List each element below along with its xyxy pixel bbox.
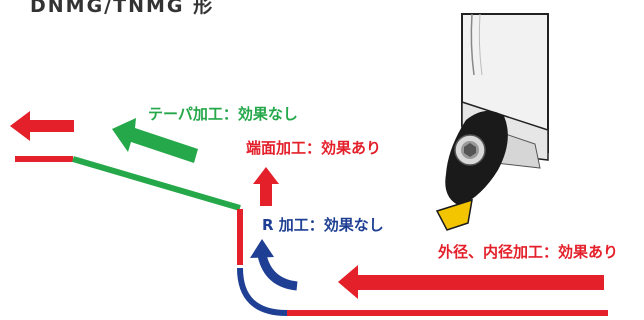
red-arrow-long-icon (338, 265, 604, 299)
insert-icon (435, 110, 508, 231)
profile-radius (237, 267, 288, 316)
od-id-label: 外径、内径加工：効果あり (438, 243, 619, 261)
blue-curved-arrow-icon (250, 239, 298, 291)
taper-label: テーパ加工：効果なし (148, 105, 298, 123)
green-arrow-icon (112, 118, 198, 163)
workpiece-profile (15, 156, 608, 316)
red-arrow-left-icon (10, 111, 74, 141)
red-arrow-up-icon (253, 167, 279, 206)
profile-taper (72, 156, 241, 211)
radius-label: R 加工：効果なし (262, 216, 384, 234)
diagram-title: DNMG/TNMG 形 (30, 0, 215, 17)
face-label: 端面加工：効果あり (246, 139, 382, 157)
clamp-screw-icon (454, 134, 486, 166)
